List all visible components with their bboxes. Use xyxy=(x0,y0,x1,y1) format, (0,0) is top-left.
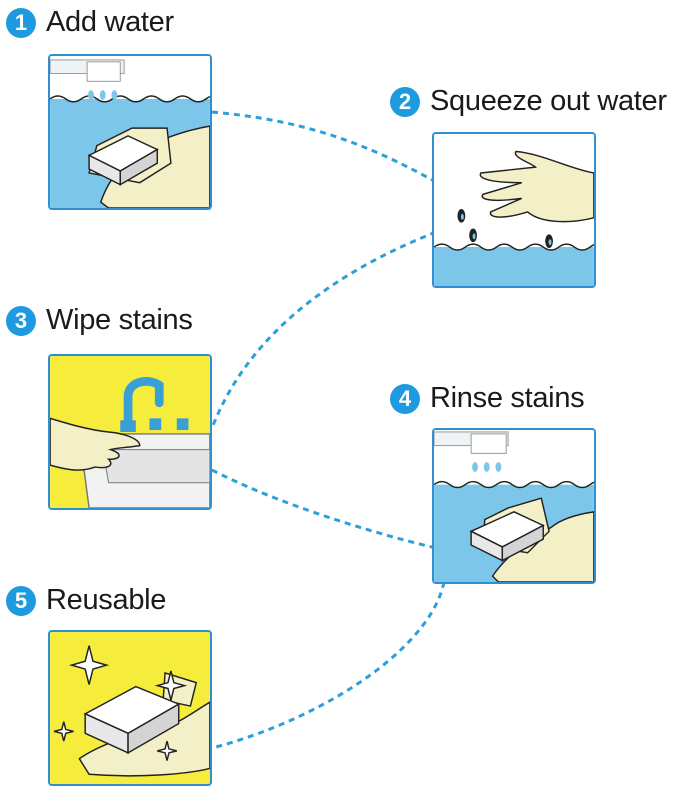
step-3-panel xyxy=(48,354,212,510)
wipe-stains-illustration xyxy=(50,356,210,508)
add-water-illustration xyxy=(50,56,210,208)
water-drops-icon xyxy=(472,462,502,472)
step-4-panel xyxy=(432,428,596,584)
connector-1-2 xyxy=(211,110,437,184)
water-drops-icon xyxy=(88,90,118,100)
step-1-badge: 1 xyxy=(6,7,36,38)
step-3-text: Wipe stains xyxy=(46,304,193,336)
step-2-text: Squeeze out water xyxy=(430,85,667,117)
step-2-panel xyxy=(432,132,596,288)
sponge-icon xyxy=(87,135,159,186)
rinse-stains-illustration xyxy=(434,430,594,582)
step-5-badge: 5 xyxy=(6,585,36,616)
step-4-badge: 4 xyxy=(390,383,420,414)
step-3-badge: 3 xyxy=(6,305,36,336)
sparkle-icon xyxy=(53,645,188,761)
step-2-badge: 2 xyxy=(390,86,420,117)
step-1-text: Add water xyxy=(46,6,174,38)
step-1-label: 1 Add water xyxy=(6,6,174,39)
step-4-text: Rinse stains xyxy=(430,382,585,414)
connector-4-5 xyxy=(211,581,446,750)
step-5-text: Reusable xyxy=(46,584,167,616)
step-3-label: 3 Wipe stains xyxy=(6,304,193,337)
step-5-panel xyxy=(48,630,212,786)
sponge-icon xyxy=(469,511,545,562)
step-1-panel xyxy=(48,54,212,210)
faucet-icon xyxy=(120,377,189,432)
connector-2-3 xyxy=(210,230,437,429)
squeeze-water-illustration xyxy=(434,134,594,286)
sponge-icon xyxy=(83,685,181,755)
step-4-label: 4 Rinse stains xyxy=(390,382,585,415)
step-2-label: 2 Squeeze out water xyxy=(390,85,667,118)
reusable-illustration xyxy=(50,632,210,784)
connector-3-4 xyxy=(211,468,437,550)
step-5-label: 5 Reusable xyxy=(6,584,166,617)
